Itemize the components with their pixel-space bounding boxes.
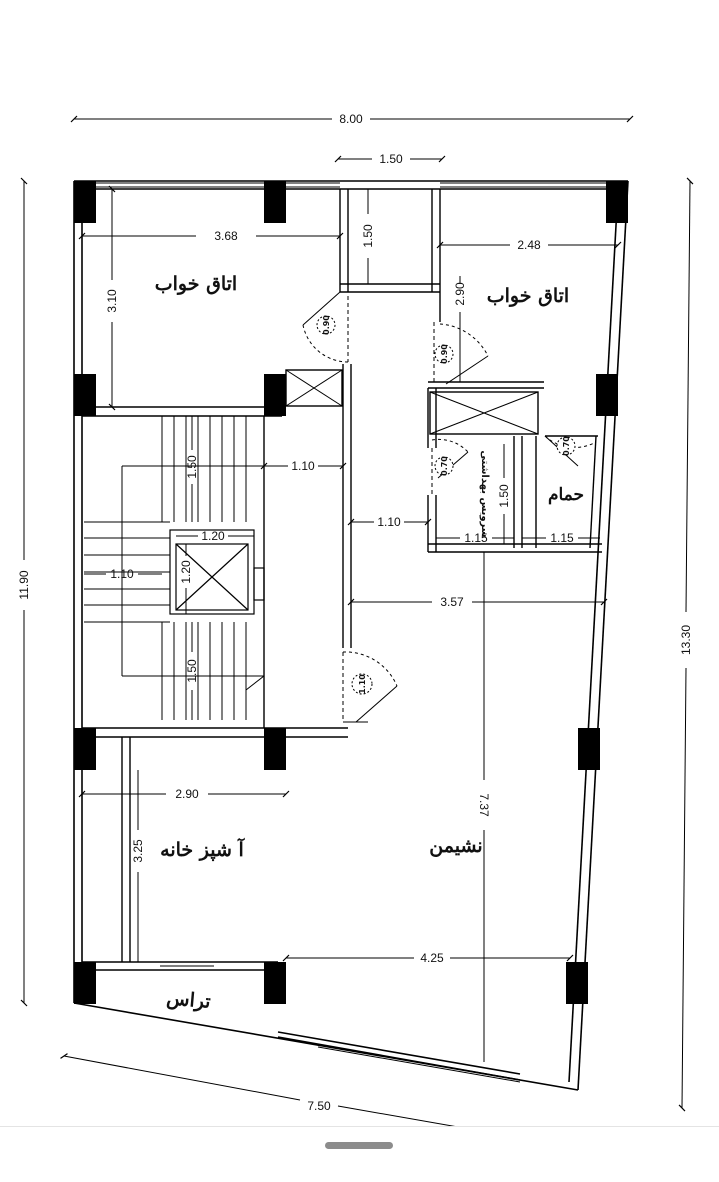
dim-bedroom1-height: 3.10 [105,289,119,313]
door-tag-bath: 0.70 [562,436,571,456]
exterior-walls [73,180,629,1091]
room-label-bedroom1: اتاق خواب [155,273,237,295]
room-label-terrace: تراس [166,987,212,1013]
dim-wc-length: 1.50 [497,484,511,508]
dim-kitchen-length: 3.25 [131,839,145,863]
home-indicator[interactable] [325,1142,393,1149]
bedroom2-door[interactable] [433,322,489,385]
dim-bedroom2-height: 2.90 [453,282,467,306]
staircase [84,416,265,720]
dim-stair-flight-lower: 1.50 [185,659,199,683]
door-tag-entry: 1.10 [358,674,367,694]
room-label-bedroom2: اتاق خواب [487,285,569,307]
door-tag-bedroom1: 0.90 [322,315,331,335]
dim-bath-width: 1.15 [550,531,574,545]
dim-living-width: 3.57 [440,595,464,609]
room-label-bath: حمام [548,485,584,505]
dim-elevator-width: 1.20 [201,529,225,543]
entry-door[interactable] [342,651,398,723]
room-label-kitchen: آ شپز خانه [160,837,245,861]
dimension-lines [20,115,694,1126]
room-label-wc: سرویس بهداشتی [479,450,490,537]
dim-balcony-width: 1.50 [379,152,403,166]
door-tags: 0.90 0.90 0.70 0.70 1.10 [316,315,576,695]
structural-columns [74,181,628,1004]
dim-bottom-width: 7.50 [307,1099,331,1113]
dim-stair-landing-width: 1.10 [291,459,315,473]
dim-overall-width-top: 8.00 [339,112,363,126]
dim-living-bottom-width: 4.25 [420,951,444,965]
dim-bedroom2-width: 2.48 [517,238,541,252]
shaft-boxes [285,369,539,435]
elevator [169,529,265,615]
dim-overall-height-left: 11.90 [17,570,31,599]
dim-wc-width: 1.15 [464,531,488,545]
floor-plan: 8.00 1.50 11.90 13.30 7.50 3.68 3.10 1.5… [17,112,694,1126]
door-tag-wc: 0.70 [440,456,449,476]
dim-stair-flight-upper: 1.50 [185,455,199,479]
dim-elevator-depth: 1.20 [179,560,193,584]
dim-balcony-depth: 1.50 [361,224,375,248]
dim-living-length: 7.37 [477,793,491,817]
dim-overall-height-right: 13.30 [679,625,693,655]
dim-kitchen-width: 2.90 [175,787,199,801]
windows [96,182,606,1083]
dim-corridor-width: 1.10 [377,515,401,529]
dim-stair-width: 1.10 [110,567,134,581]
doors [302,291,597,723]
dim-bedroom1-width: 3.68 [214,229,238,243]
room-label-living: نشیمن [429,835,482,857]
door-tag-bedroom2: 0.90 [440,344,449,364]
bedroom1-door[interactable] [302,291,349,363]
bottom-bar [0,1126,719,1182]
